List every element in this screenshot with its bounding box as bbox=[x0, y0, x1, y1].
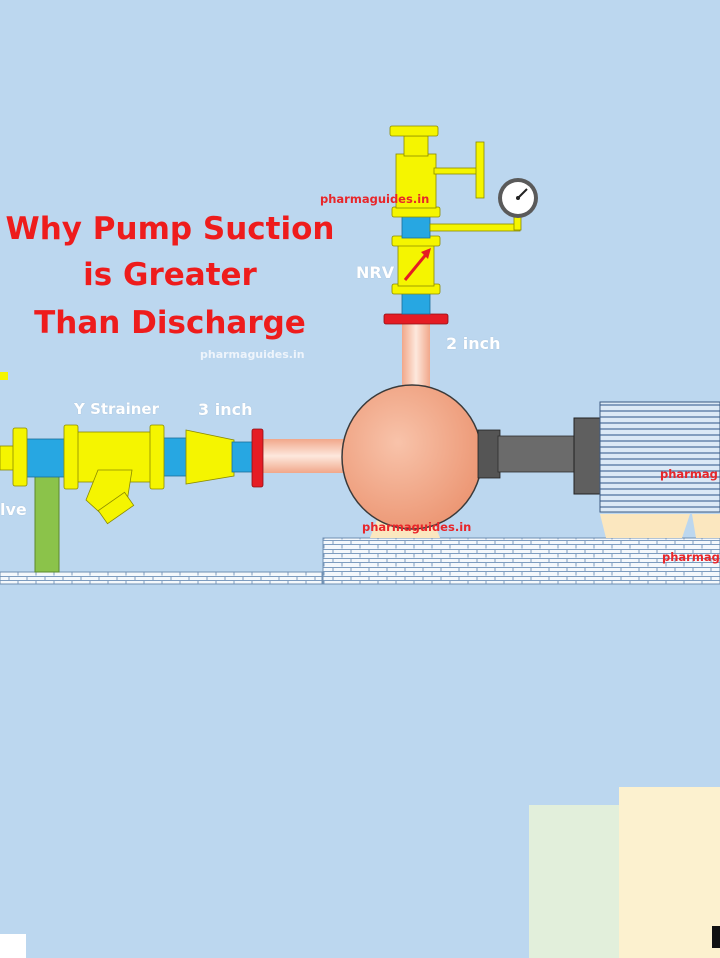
valve-body bbox=[395, 153, 437, 209]
motor-foot-left bbox=[600, 514, 690, 538]
motor-body bbox=[599, 401, 720, 513]
watermark-base: pharmaguides.in bbox=[362, 520, 472, 534]
strainer-support-post bbox=[34, 475, 60, 573]
left-valve-stub bbox=[0, 372, 8, 380]
drive-shaft bbox=[497, 435, 579, 473]
discharge-blue-upper bbox=[401, 215, 431, 239]
suction-pipe-blue-right bbox=[231, 441, 255, 473]
bottom-panel-green bbox=[529, 805, 619, 958]
suction-flange-3 bbox=[149, 424, 165, 490]
discharge-pipe-copper bbox=[402, 318, 430, 388]
label-valve-partial: lve bbox=[0, 500, 27, 519]
valve-top-flange bbox=[389, 125, 439, 137]
gauge-line bbox=[429, 223, 521, 232]
watermark-motor: pharmag bbox=[660, 467, 718, 481]
strainer-y-cap bbox=[97, 491, 135, 525]
diagram-title-line-1: Why Pump Suction bbox=[5, 211, 335, 247]
electric-motor bbox=[573, 401, 720, 513]
label-nrv: NRV bbox=[356, 263, 395, 282]
suction-line bbox=[0, 372, 350, 525]
watermark-base-right: pharmag bbox=[662, 550, 720, 564]
bottom-panel-cream bbox=[619, 787, 720, 958]
discharge-red-flange bbox=[383, 313, 449, 325]
valve-flange-lower bbox=[391, 206, 441, 218]
suction-pipe-copper bbox=[262, 439, 350, 473]
pump-foundation-plinth bbox=[322, 537, 720, 585]
label-y-strainer: Y Strainer bbox=[74, 400, 159, 418]
eccentric-reducer bbox=[185, 429, 235, 485]
label-suction-size: 3 inch bbox=[198, 400, 253, 419]
suction-flange-1 bbox=[12, 427, 28, 487]
motor-foot-right bbox=[692, 514, 720, 538]
bottom-right-dark-block bbox=[712, 926, 720, 948]
diagram-title-line-2: is Greater bbox=[83, 257, 257, 293]
motor-end-cap bbox=[573, 417, 603, 495]
suction-red-flange bbox=[251, 428, 264, 488]
pump-coupling bbox=[477, 429, 501, 479]
valve-bonnet bbox=[403, 135, 429, 157]
valve-handle-wheel bbox=[475, 141, 485, 199]
pressure-gauge-icon bbox=[498, 178, 538, 218]
centrifugal-pump-casing bbox=[341, 384, 483, 530]
suction-side-floor bbox=[0, 571, 323, 585]
discharge-line bbox=[383, 125, 522, 388]
suction-flange-2 bbox=[63, 424, 79, 490]
label-discharge-size: 2 inch bbox=[446, 334, 501, 353]
watermark-middle: pharmaguides.in bbox=[200, 348, 305, 361]
bottom-left-white-block bbox=[0, 934, 26, 958]
nrv-flow-arrow bbox=[403, 251, 430, 281]
watermark-top: pharmaguides.in bbox=[320, 192, 430, 206]
valve-handle-stem bbox=[433, 167, 479, 175]
diagram-title-line-3: Than Discharge bbox=[34, 305, 306, 341]
